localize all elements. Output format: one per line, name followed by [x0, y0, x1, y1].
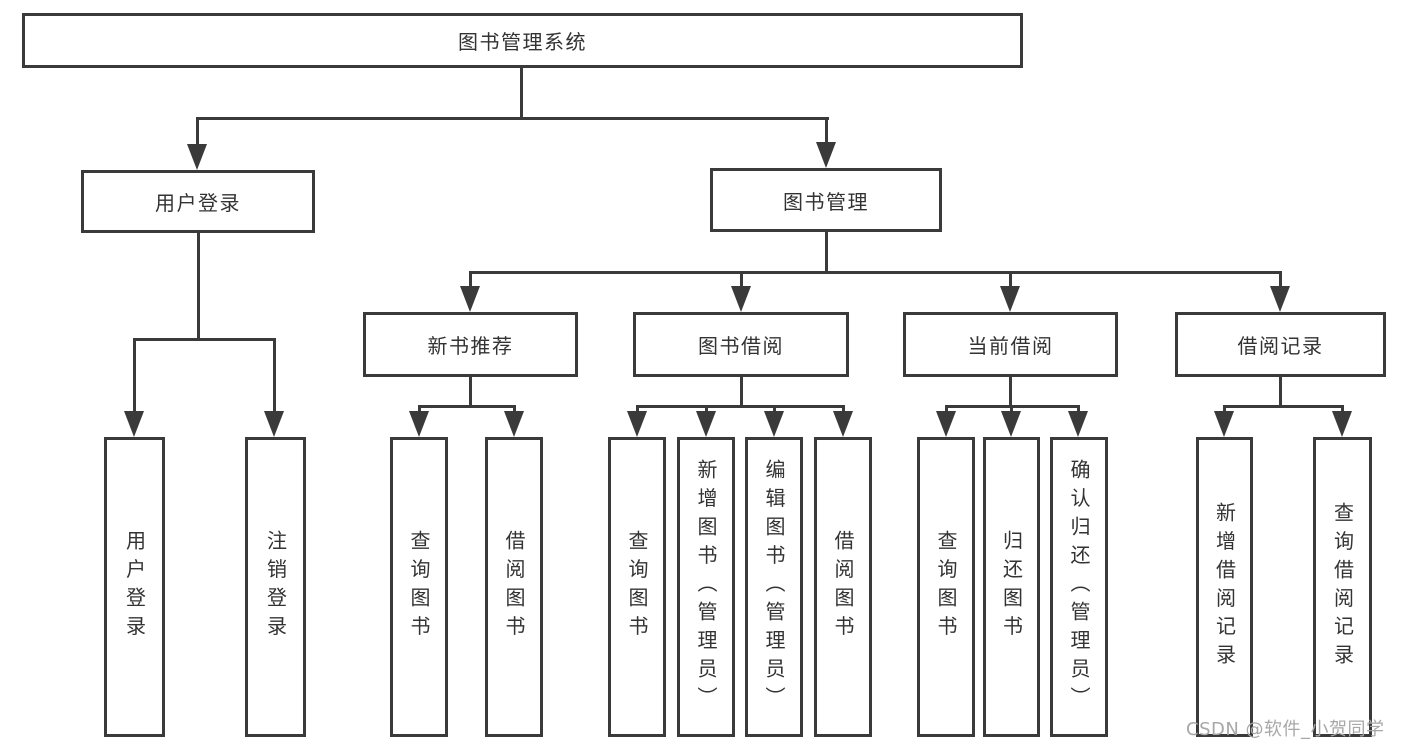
connector-line — [945, 405, 948, 413]
leaf-bor-borrow-books: 借阅图书 — [814, 437, 872, 737]
connector-line — [418, 405, 515, 408]
node-new-book-rec: 新书推荐 — [363, 312, 578, 377]
arrowhead-down-icon — [1001, 411, 1021, 437]
connector-line — [1010, 405, 1013, 413]
leaf-rec-borrow-books-label: 借阅图书 — [502, 530, 526, 644]
arrowhead-down-icon — [1214, 411, 1234, 437]
leaf-bor-query-books-label: 查询图书 — [625, 530, 649, 644]
arrowhead-down-icon — [731, 286, 751, 312]
arrowhead-down-icon — [627, 411, 647, 437]
connector-line — [469, 271, 1281, 274]
connector-line — [1223, 405, 1226, 413]
leaf-cur-confirm-return: 确认归还（管理员） — [1050, 437, 1108, 737]
connector-line — [825, 117, 828, 143]
node-user-login-label: 用户登录 — [155, 191, 241, 215]
leaf-rec-borrow-books: 借阅图书 — [485, 437, 543, 737]
node-current-borrow: 当前借阅 — [903, 312, 1118, 377]
leaf-cur-query-books-label: 查询图书 — [934, 530, 958, 644]
connector-line — [636, 405, 639, 413]
connector-line — [773, 405, 776, 413]
connector-line — [273, 338, 276, 412]
connector-line — [196, 117, 829, 120]
node-book-borrow-label: 图书借阅 — [698, 334, 784, 358]
leaf-cur-return-books-label: 归还图书 — [999, 530, 1024, 644]
node-root: 图书管理系统 — [22, 13, 1023, 68]
connector-line — [469, 271, 472, 287]
leaf-bor-add-books: 新增图书（管理员） — [677, 437, 735, 737]
leaf-bor-borrow-books-label: 借阅图书 — [831, 530, 855, 644]
leaf-brec-add-record-label: 新增借阅记录 — [1212, 501, 1237, 673]
connector-line — [636, 405, 844, 408]
leaf-bor-edit-books-label: 编辑图书（管理员） — [762, 459, 786, 715]
connector-line — [513, 405, 516, 413]
leaf-cur-return-books: 归还图书 — [983, 437, 1040, 737]
node-book-mgmt-label: 图书管理 — [783, 189, 869, 214]
arrowhead-down-icon — [1270, 286, 1290, 312]
arrowhead-down-icon — [504, 411, 524, 437]
node-user-login: 用户登录 — [81, 170, 315, 233]
leaf-user-login: 用户登录 — [104, 437, 165, 737]
arrowhead-down-icon — [409, 411, 429, 437]
connector-line — [825, 232, 828, 274]
connector-line — [520, 68, 523, 120]
arrowhead-down-icon — [1332, 411, 1352, 437]
connector-line — [1009, 377, 1012, 408]
node-book-mgmt: 图书管理 — [710, 168, 942, 232]
leaf-bor-query-books: 查询图书 — [608, 437, 666, 737]
connector-line — [1279, 271, 1282, 287]
arrowhead-down-icon — [1068, 411, 1088, 437]
node-current-borrow-label: 当前借阅 — [967, 334, 1054, 358]
connector-line — [196, 117, 199, 145]
node-book-borrow: 图书借阅 — [633, 312, 849, 377]
arrowhead-down-icon — [124, 411, 144, 437]
leaf-user-login-label: 用户登录 — [122, 530, 147, 644]
connector-line — [740, 271, 743, 287]
connector-line — [133, 338, 136, 412]
node-borrow-records: 借阅记录 — [1175, 312, 1386, 377]
arrowhead-down-icon — [816, 142, 836, 168]
watermark: CSDN @软件_小贺同学 — [1186, 719, 1385, 740]
node-new-book-rec-label: 新书推荐 — [427, 334, 514, 358]
connector-line — [842, 405, 845, 413]
arrowhead-down-icon — [1000, 286, 1020, 312]
leaf-logout: 注销登录 — [245, 437, 306, 737]
arrowhead-down-icon — [833, 411, 853, 437]
leaf-brec-add-record: 新增借阅记录 — [1196, 437, 1253, 737]
leaf-logout-label: 注销登录 — [263, 530, 288, 644]
arrowhead-down-icon — [764, 411, 784, 437]
leaf-cur-query-books: 查询图书 — [917, 437, 975, 737]
connector-line — [469, 377, 472, 408]
leaf-bor-add-books-label: 新增图书（管理员） — [694, 459, 718, 715]
leaf-brec-query-record-label: 查询借阅记录 — [1330, 501, 1355, 673]
arrowhead-down-icon — [264, 411, 284, 437]
arrowhead-down-icon — [696, 411, 716, 437]
connector-line — [133, 338, 276, 341]
arrowhead-down-icon — [187, 144, 207, 170]
leaf-rec-query-books-label: 查询图书 — [407, 530, 431, 644]
leaf-bor-edit-books: 编辑图书（管理员） — [745, 437, 803, 737]
connector-line — [418, 405, 421, 413]
connector-line — [1223, 405, 1343, 408]
connector-line — [1341, 405, 1344, 413]
node-borrow-records-label: 借阅记录 — [1237, 334, 1324, 358]
connector-line — [197, 233, 200, 341]
connector-line — [1279, 377, 1282, 408]
connector-line — [705, 405, 708, 413]
leaf-brec-query-record: 查询借阅记录 — [1313, 437, 1372, 737]
connector-line — [1009, 271, 1012, 287]
arrowhead-down-icon — [936, 411, 956, 437]
leaf-rec-query-books: 查询图书 — [390, 437, 448, 737]
leaf-cur-confirm-return-label: 确认归还（管理员） — [1067, 459, 1091, 715]
connector-line — [740, 377, 743, 408]
arrowhead-down-icon — [460, 286, 480, 312]
connector-line — [1077, 405, 1080, 413]
node-root-label: 图书管理系统 — [458, 30, 587, 54]
